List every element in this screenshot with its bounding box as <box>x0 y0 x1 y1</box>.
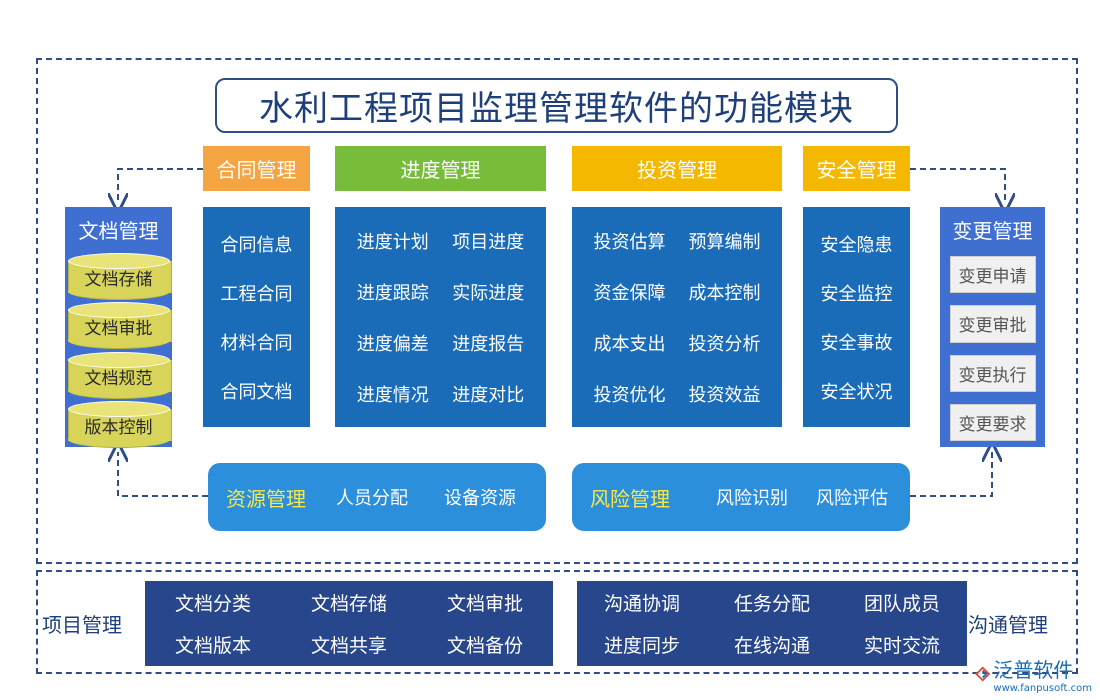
safety-item: 安全状况 <box>820 381 893 403</box>
progress-item: 实际进度 <box>452 282 525 304</box>
page-title: 水利工程项目监理管理软件的功能模块 <box>215 78 898 133</box>
investment-item: 资金保障 <box>593 282 666 304</box>
brand-logo: 泛普软件 www.fanpusoft.com <box>975 654 1092 694</box>
progress-header: 进度管理 <box>335 146 546 191</box>
bottom-frame <box>36 570 1078 674</box>
project-mgmt-item: 文档分类 <box>174 592 251 615</box>
progress-item: 项目进度 <box>452 231 525 253</box>
document-item: 版本控制 <box>84 417 153 438</box>
project-mgmt-label: 项目管理 <box>42 613 122 637</box>
document-item: 文档审批 <box>84 319 153 340</box>
brand-name: 泛普软件 <box>993 658 1074 682</box>
safety-header: 安全管理 <box>803 146 910 191</box>
comm-mgmt-item: 进度同步 <box>603 635 680 658</box>
change-item: 变更要求 <box>949 403 1036 441</box>
contract-header: 合同管理 <box>203 146 310 191</box>
progress-item: 进度跟踪 <box>356 282 429 304</box>
main-frame <box>36 58 1078 564</box>
investment-item: 投资优化 <box>593 384 666 406</box>
risk-item: 风险识别 <box>716 488 788 509</box>
project-mgmt-items: 文档分类 文档存储 文档审批 文档版本 文档共享 文档备份 <box>145 581 553 666</box>
progress-item: 进度情况 <box>356 384 429 406</box>
risk-panel: 风险管理 风险识别 风险评估 <box>572 463 910 531</box>
document-item: 文档规范 <box>84 368 153 389</box>
document-title: 文档管理 <box>78 219 159 243</box>
comm-mgmt-item: 沟通协调 <box>603 592 680 615</box>
change-panel: 变更管理 变更申请 变更审批 变更执行 变更要求 <box>940 207 1045 447</box>
investment-items: 投资估算 预算编制 资金保障 成本控制 成本支出 投资分析 投资优化 投资效益 <box>572 207 782 427</box>
project-mgmt-item: 文档共享 <box>310 635 387 658</box>
progress-items: 进度计划 项目进度 进度跟踪 实际进度 进度偏差 进度报告 进度情况 进度对比 <box>335 207 546 427</box>
progress-item: 进度计划 <box>356 231 429 253</box>
investment-item: 投资分析 <box>688 333 761 355</box>
investment-item: 投资效益 <box>688 384 761 406</box>
document-cylinder: 版本控制 <box>67 400 172 448</box>
resource-item: 人员分配 <box>336 488 408 509</box>
safety-items: 安全隐患 安全监控 安全事故 安全状况 <box>803 207 910 427</box>
progress-item: 进度报告 <box>452 333 525 355</box>
document-cylinder: 文档存储 <box>67 253 172 300</box>
resource-panel: 资源管理 人员分配 设备资源 <box>208 463 546 531</box>
investment-item: 成本控制 <box>688 282 761 304</box>
comm-mgmt-item: 实时交流 <box>863 635 940 658</box>
comm-mgmt-item: 团队成员 <box>863 592 940 615</box>
investment-item: 成本支出 <box>593 333 666 355</box>
project-mgmt-item: 文档备份 <box>446 635 523 658</box>
investment-header: 投资管理 <box>572 146 782 191</box>
contract-item: 材料合同 <box>220 332 293 354</box>
document-cylinder: 文档审批 <box>67 302 172 350</box>
comm-mgmt-items: 沟通协调 任务分配 团队成员 进度同步 在线沟通 实时交流 <box>577 581 967 666</box>
project-mgmt-item: 文档审批 <box>446 592 523 615</box>
investment-item: 预算编制 <box>688 231 761 253</box>
comm-mgmt-label: 沟通管理 <box>968 613 1048 637</box>
document-cylinder: 文档规范 <box>67 351 172 399</box>
resource-item: 设备资源 <box>444 488 516 509</box>
safety-item: 安全隐患 <box>820 234 893 256</box>
document-panel: 文档管理 文档存储 文档审批 文档规范 版本控制 <box>65 207 172 448</box>
project-mgmt-item: 文档存储 <box>310 592 387 615</box>
risk-item: 风险评估 <box>816 488 888 509</box>
comm-mgmt-item: 任务分配 <box>733 592 810 615</box>
contract-item: 工程合同 <box>220 283 293 305</box>
safety-item: 安全事故 <box>820 332 893 354</box>
brand-icon <box>975 666 991 682</box>
progress-item: 进度对比 <box>452 384 525 406</box>
progress-item: 进度偏差 <box>356 333 429 355</box>
contract-item: 合同信息 <box>220 234 293 256</box>
safety-item: 安全监控 <box>820 283 893 305</box>
contract-item: 合同文档 <box>220 381 293 403</box>
project-mgmt-item: 文档版本 <box>174 635 251 658</box>
investment-item: 投资估算 <box>593 231 666 253</box>
change-item: 变更申请 <box>949 256 1036 294</box>
risk-title: 风险管理 <box>590 486 670 511</box>
change-item: 变更执行 <box>949 354 1036 392</box>
contract-items: 合同信息 工程合同 材料合同 合同文档 <box>203 207 310 427</box>
brand-url: www.fanpusoft.com <box>993 683 1092 694</box>
comm-mgmt-item: 在线沟通 <box>733 635 810 658</box>
change-item: 变更审批 <box>949 305 1036 343</box>
change-title: 变更管理 <box>952 219 1033 243</box>
document-item: 文档存储 <box>84 270 153 290</box>
resource-title: 资源管理 <box>226 486 306 511</box>
